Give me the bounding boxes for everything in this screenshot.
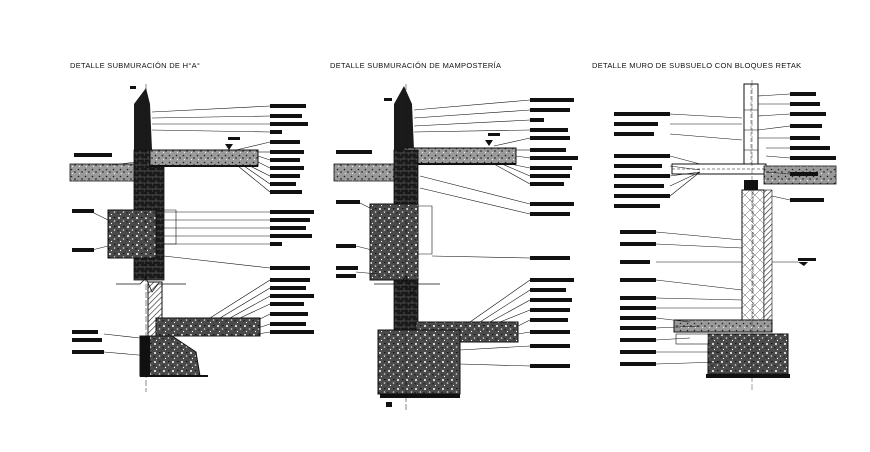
top-slab bbox=[149, 149, 259, 167]
detail-2-title: DETALLE SUBMURACIÓN DE MAMPOSTERÍA bbox=[330, 61, 502, 70]
detail-3-labels bbox=[614, 92, 836, 366]
bottom-slab bbox=[673, 319, 773, 333]
detail-1-leaders bbox=[91, 105, 271, 357]
top-slab bbox=[403, 147, 517, 165]
underpinning-block bbox=[369, 203, 419, 281]
footing bbox=[377, 329, 461, 395]
upper-wall bbox=[134, 88, 152, 150]
detail-3-leaders bbox=[655, 93, 798, 365]
footing bbox=[707, 333, 789, 375]
detail-1 bbox=[69, 84, 261, 392]
detail-1-labels bbox=[72, 104, 314, 354]
detail-2-labels bbox=[336, 98, 578, 368]
upper-wall bbox=[394, 86, 414, 150]
detail-2-leaders bbox=[355, 99, 531, 367]
detail-3-title: DETALLE MURO DE SUBSUELO CON BLOQUES RET… bbox=[592, 61, 802, 70]
detail-1-title: DETALLE SUBMURACIÓN DE H°A° bbox=[70, 61, 201, 70]
soil-strip bbox=[69, 163, 137, 182]
bottom-slab bbox=[155, 317, 261, 337]
underpinning-block bbox=[107, 209, 157, 259]
detail-2 bbox=[333, 84, 519, 410]
soil-strip bbox=[333, 163, 395, 182]
